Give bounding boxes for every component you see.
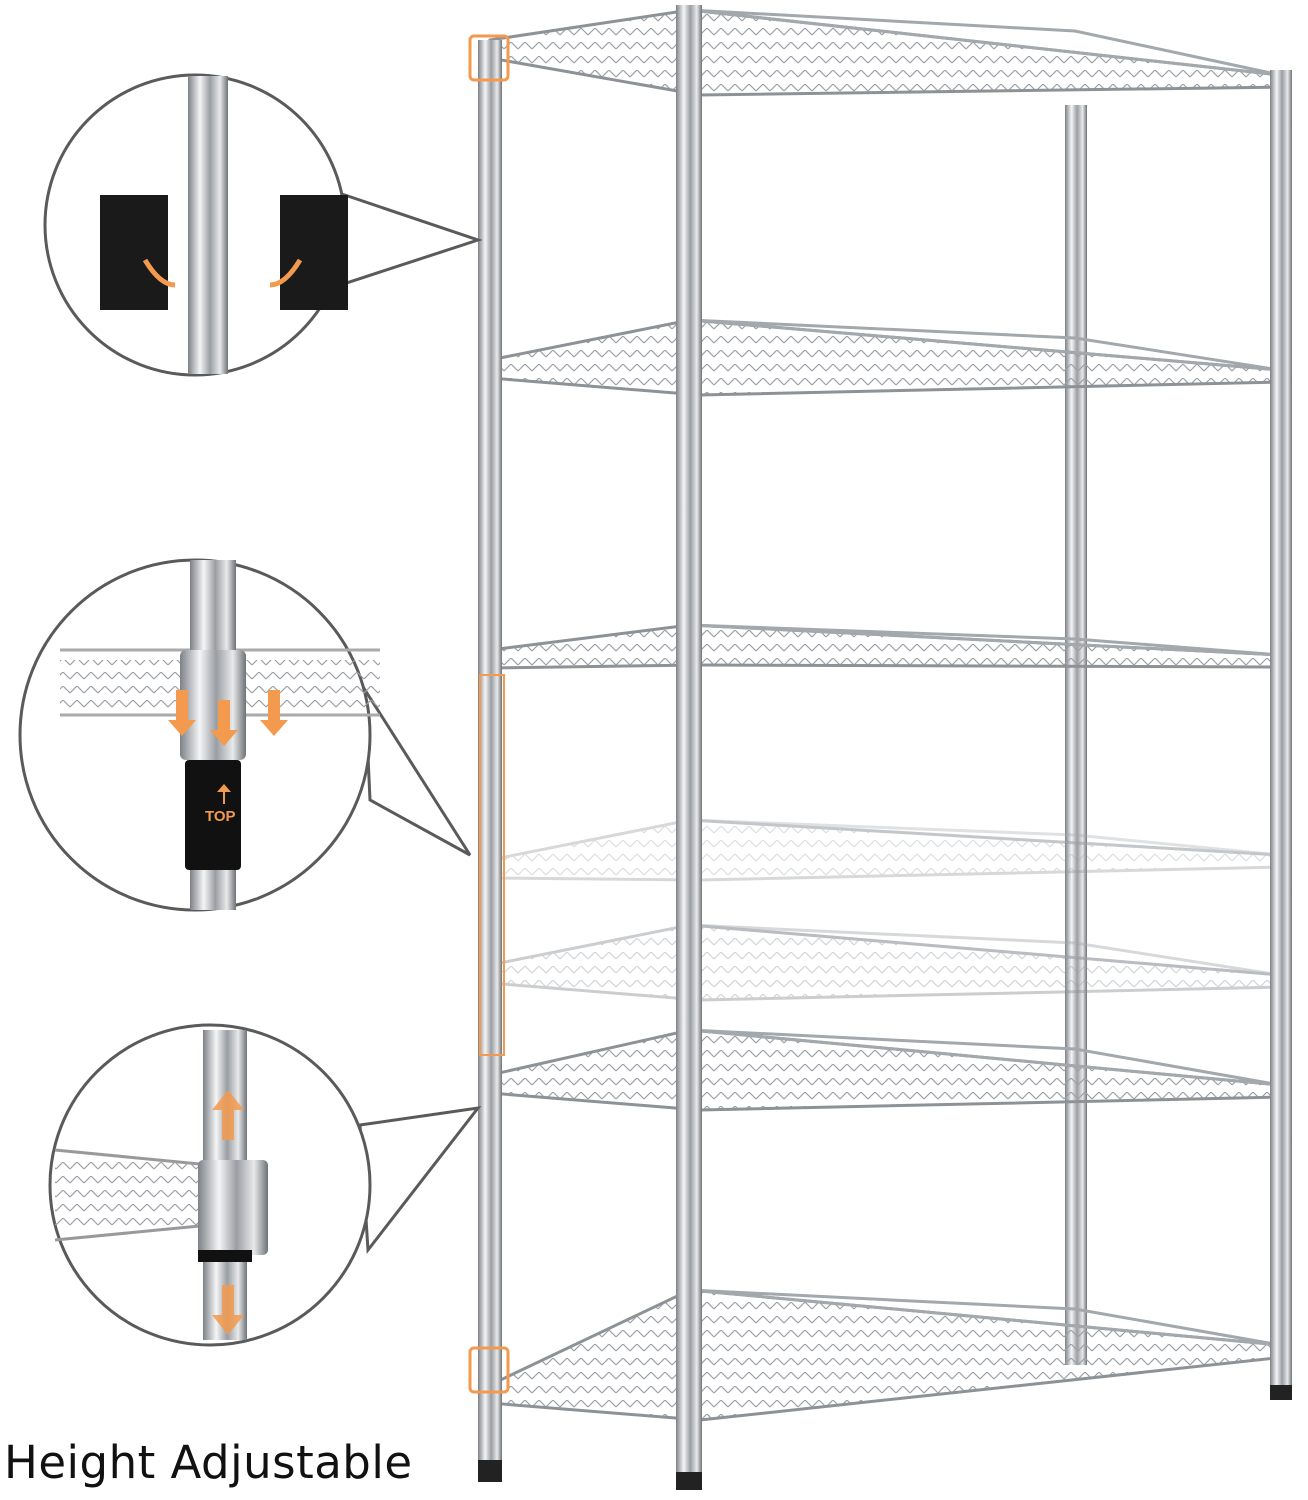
shelves — [488, 8, 1288, 1422]
shelf — [488, 318, 1288, 397]
sleeve-clip-icon — [100, 195, 168, 310]
shelf — [488, 923, 1288, 1002]
top-label: TOP — [205, 808, 236, 825]
highlight-adjust-range — [479, 674, 505, 1056]
callout-sleeve-top — [18, 558, 472, 912]
up-arrow-icon — [217, 784, 231, 804]
rotate-arrow-icon — [142, 258, 176, 288]
down-arrow-icon — [210, 700, 238, 746]
shelf — [488, 8, 1288, 97]
highlight-top-sleeve — [468, 34, 510, 82]
down-arrow-icon — [260, 690, 288, 736]
sleeve-clip-icon — [280, 195, 348, 310]
caption: Height Adjustable — [4, 1436, 413, 1489]
highlight-bottom-sleeve — [468, 1346, 510, 1394]
shelf — [488, 1028, 1288, 1112]
back-posts — [1065, 105, 1087, 1365]
down-arrow-icon — [168, 690, 196, 736]
up-down-arrow-icon — [212, 1090, 244, 1140]
callout-clip-install — [43, 73, 483, 377]
front-posts — [468, 5, 1292, 1490]
rotate-arrow-icon — [269, 258, 303, 288]
callout-slide-adjust — [48, 1023, 482, 1347]
